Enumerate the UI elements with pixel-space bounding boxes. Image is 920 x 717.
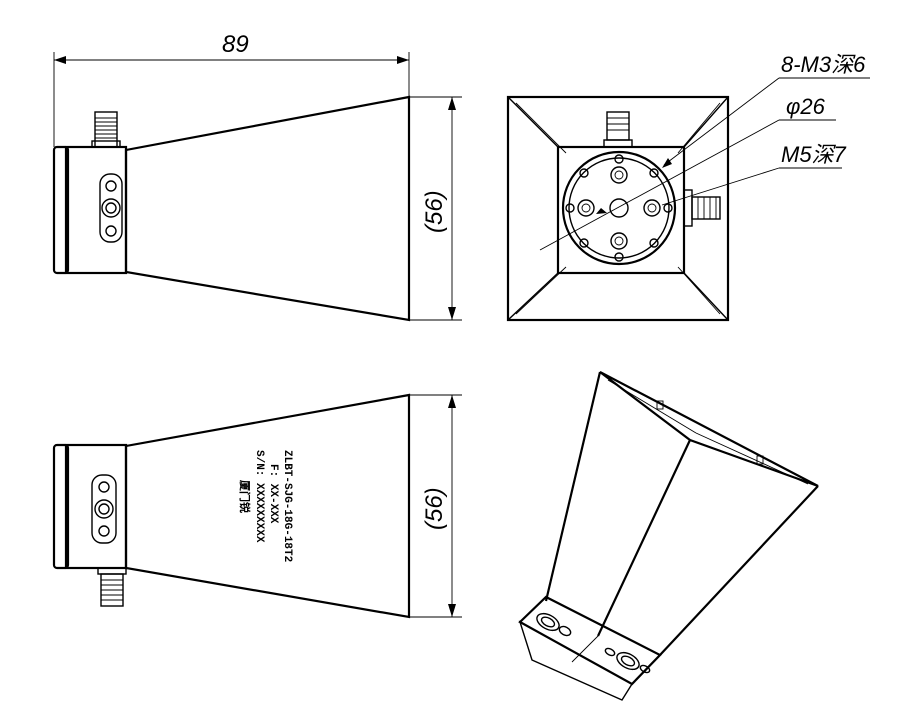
bottom-connector-plate — [91, 474, 117, 544]
side-flange-front — [52, 145, 70, 275]
iso-connector-left — [536, 612, 572, 637]
dim-56-side-label: (56) — [421, 190, 448, 233]
front-flange-outer — [561, 150, 677, 266]
front-top-connector — [603, 111, 633, 148]
dim-89: 89 — [53, 31, 410, 147]
bottom-flange-front — [52, 443, 70, 570]
bottom-view: ZLBT-SJG-18G-18T2 F: XX-XXX S/N: XXXXXXX… — [52, 393, 462, 619]
leader-lines — [539, 77, 870, 251]
isometric-view — [518, 371, 819, 701]
front-view: 8-M3深6 φ26 M5深7 — [506, 52, 870, 322]
callout-m5-hole: M5深7 — [781, 142, 847, 167]
front-flange-inner — [568, 157, 670, 259]
dim-56-side: (56) — [409, 96, 462, 321]
side-connector-plate — [99, 173, 123, 243]
front-aperture — [506, 95, 730, 322]
nameplate: ZLBT-SJG-18G-18T2 F: XX-XXX S/N: XXXXXXX… — [237, 450, 293, 562]
callout-m3-holes: 8-M3深6 — [781, 52, 866, 77]
iso-connector-right — [604, 647, 651, 674]
iso-flange-top — [518, 595, 662, 686]
m3-holes — [565, 154, 673, 262]
nameplate-serial: S/N: XXXXXXXXX — [253, 450, 265, 543]
side-flange-body — [64, 145, 128, 275]
nameplate-model: ZLBT-SJG-18G-18T2 — [281, 450, 293, 562]
iso-flange-side — [518, 620, 633, 701]
bottom-connector — [97, 567, 127, 607]
dim-56-bottom: (56) — [409, 394, 462, 618]
side-top-connector — [91, 111, 121, 148]
center-port — [609, 198, 629, 218]
dim-89-label: 89 — [222, 31, 249, 58]
dim-56-bottom-label: (56) — [421, 487, 448, 530]
side-horn — [124, 95, 411, 322]
callout-diameter: φ26 — [786, 94, 826, 119]
nameplate-brand: 厦门锐 — [237, 480, 252, 513]
front-side-connector — [683, 189, 721, 227]
nameplate-frequency: F: XX-XXX — [267, 464, 279, 524]
side-view: 89 (56) — [52, 31, 462, 322]
